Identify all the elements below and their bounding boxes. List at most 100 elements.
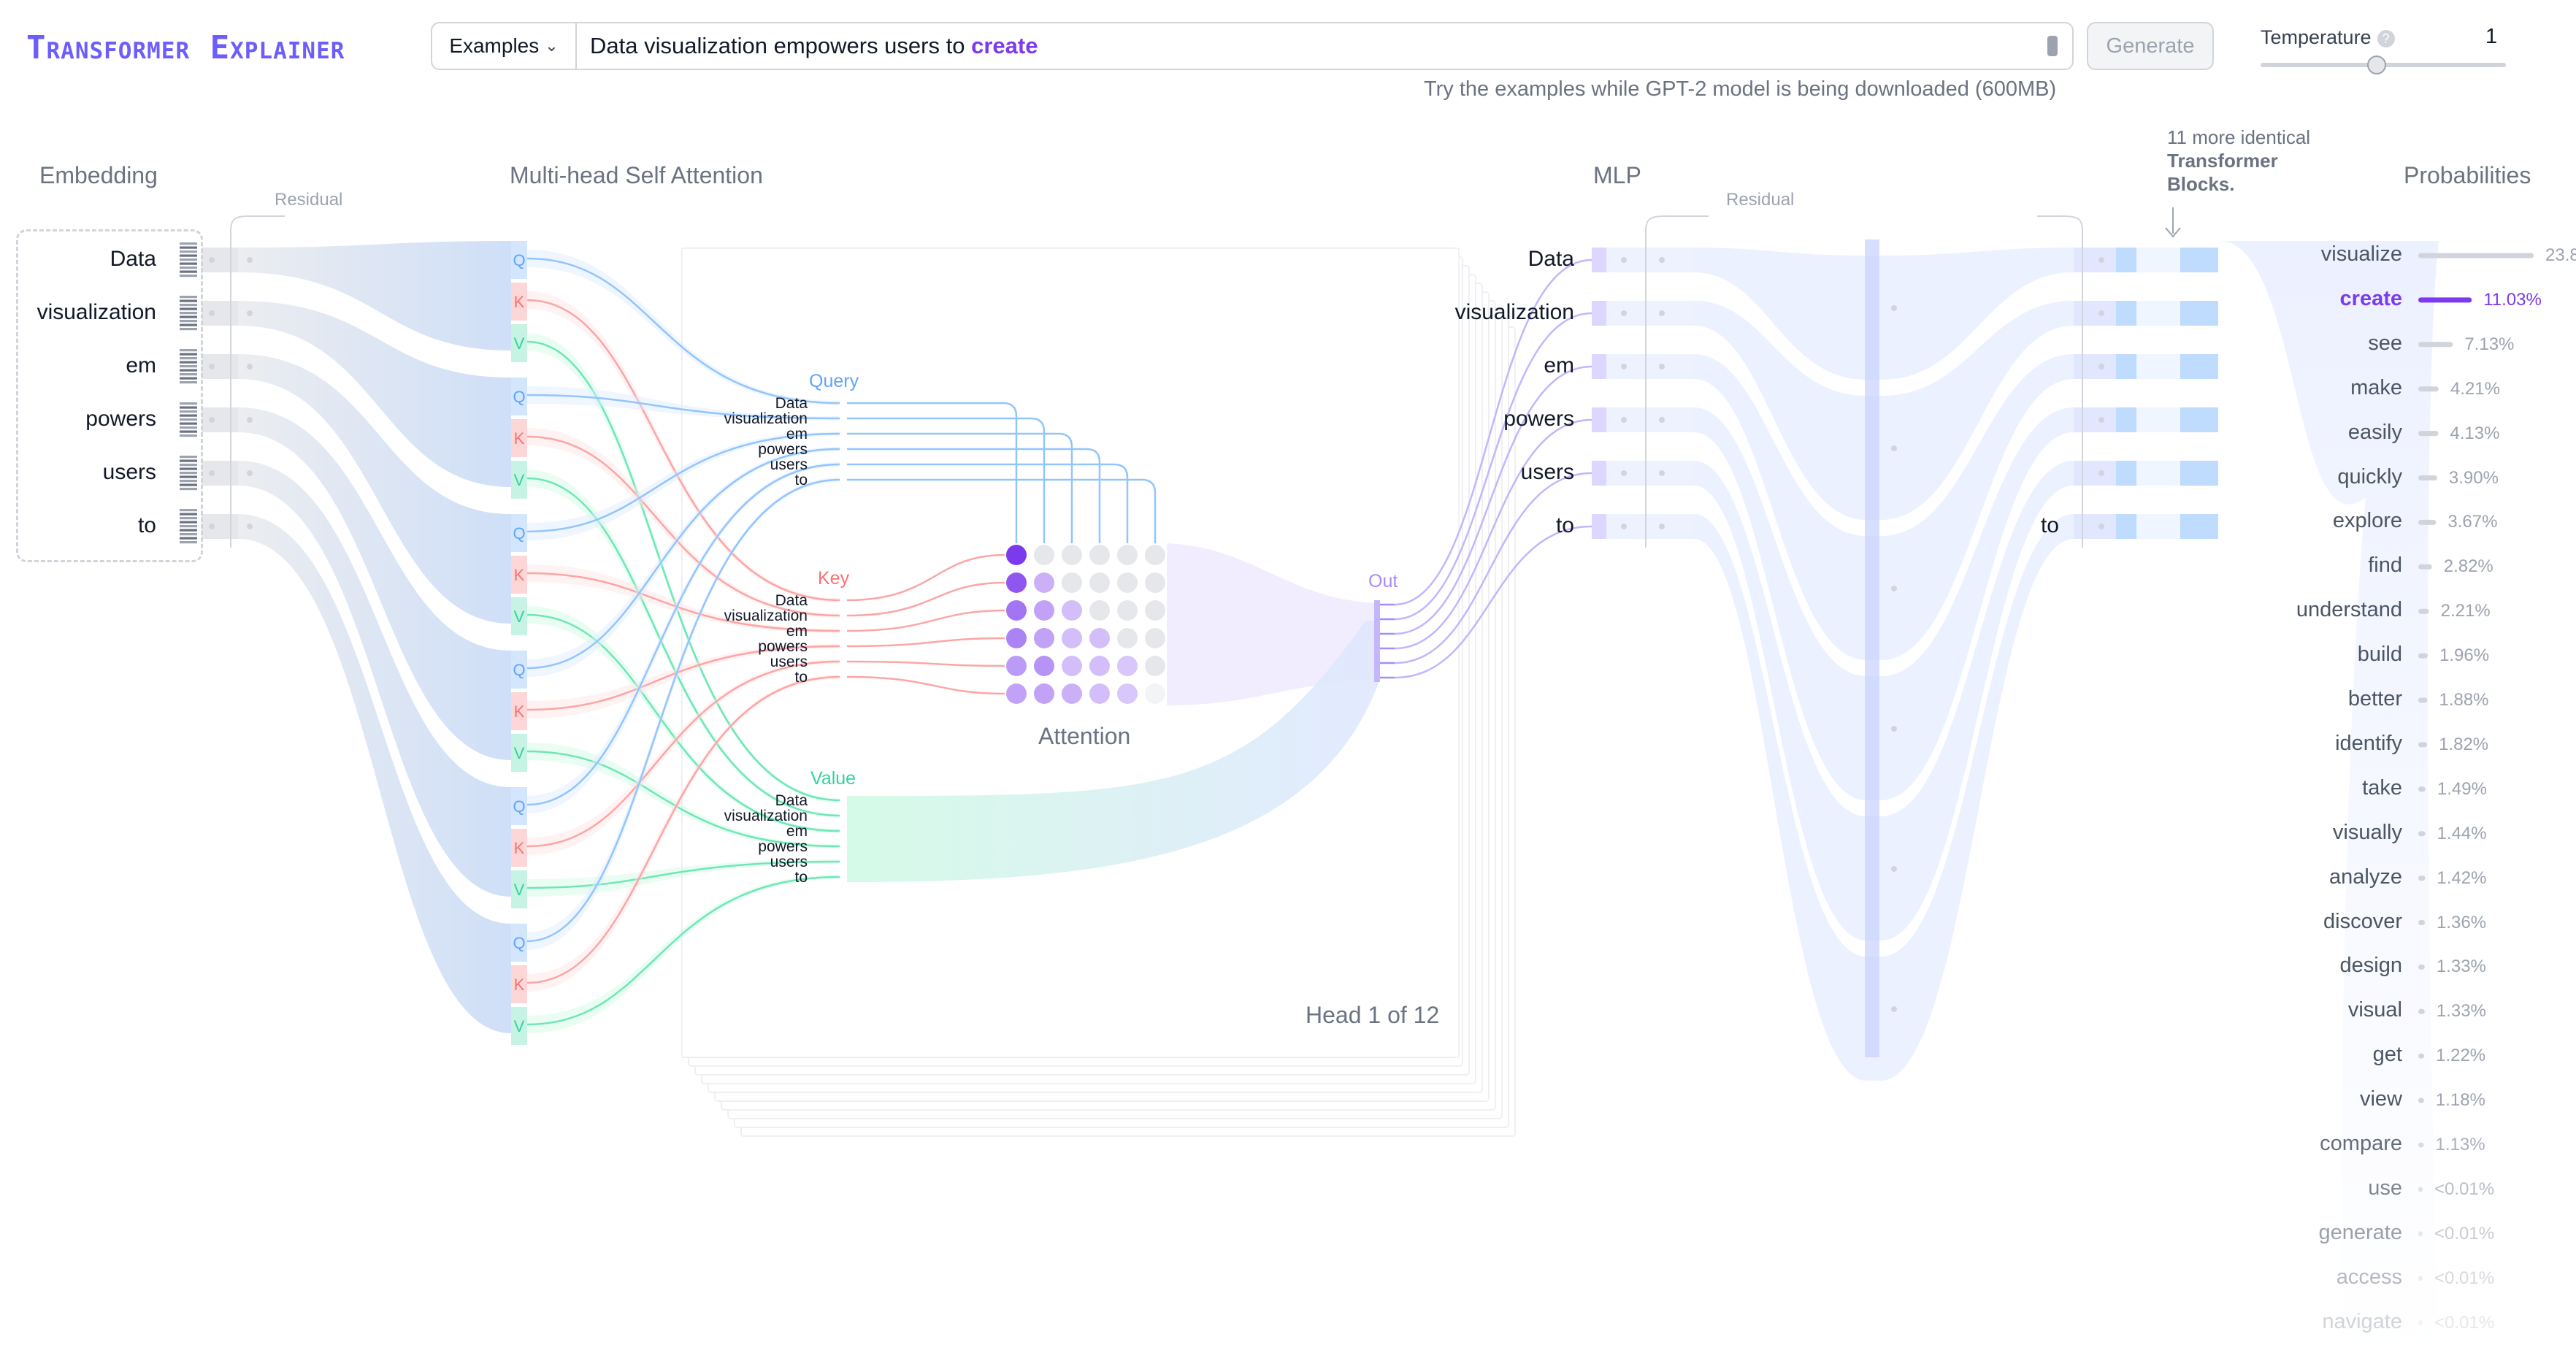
probability-word[interactable]: design (2339, 954, 2402, 978)
attention-cell[interactable] (1006, 545, 1027, 565)
probability-word[interactable]: discover (2323, 909, 2402, 933)
mlp-token[interactable]: powers (1503, 407, 1574, 431)
embedding-token[interactable]: em (126, 353, 156, 378)
attention-cell[interactable] (1062, 656, 1082, 676)
attention-cell[interactable] (1006, 600, 1027, 621)
attention-cell[interactable] (1006, 628, 1027, 648)
probability-word[interactable]: take (2362, 775, 2402, 800)
attention-cell[interactable] (1145, 628, 1165, 648)
attention-cell[interactable] (1089, 600, 1110, 621)
attention-cell[interactable] (1117, 656, 1138, 676)
head-indicator[interactable]: Head 1 of 12 (1306, 1002, 1440, 1028)
attention-cell[interactable] (1117, 572, 1138, 593)
q-group-title[interactable]: Query (809, 371, 859, 391)
residual-dot (1659, 524, 1665, 529)
mlp-token[interactable]: Data (1527, 247, 1574, 271)
attention-cell[interactable] (1117, 545, 1138, 565)
probability-word[interactable]: identify (2335, 731, 2402, 755)
probability-word[interactable]: access (2336, 1265, 2402, 1289)
mlp-token[interactable]: users (1520, 460, 1574, 484)
probability-word[interactable]: easily (2347, 420, 2402, 444)
k-group-title[interactable]: Key (818, 568, 850, 589)
probability-word[interactable]: navigate (2322, 1309, 2402, 1333)
attention-title[interactable]: Multi-head Self Attention (510, 162, 763, 188)
attention-cell[interactable] (1089, 572, 1110, 593)
attention-cell[interactable] (1089, 683, 1110, 704)
examples-dropdown[interactable]: Examples ⌄ (432, 23, 577, 69)
residual-dot (1659, 310, 1665, 316)
attention-cell[interactable] (1006, 656, 1027, 676)
probability-word[interactable]: make (2350, 375, 2402, 399)
embedding-vector-stripe (180, 250, 197, 253)
probability-word[interactable]: get (2372, 1043, 2402, 1067)
attention-cell[interactable] (1145, 600, 1165, 621)
attention-cell[interactable] (1145, 683, 1165, 704)
prompt-input[interactable]: Data visualization empowers users to cre… (577, 33, 2047, 59)
out-title[interactable]: Out (1368, 571, 1398, 591)
embedding-token[interactable]: users (102, 460, 156, 484)
attention-cell[interactable] (1034, 656, 1054, 676)
attention-cell[interactable] (1062, 545, 1082, 565)
info-icon[interactable]: ? (2377, 29, 2395, 47)
residual-dot (247, 310, 253, 316)
probability-word[interactable]: see (2368, 331, 2402, 355)
probability-word[interactable]: use (2368, 1176, 2402, 1200)
attention-cell[interactable] (1034, 628, 1054, 648)
probability-word[interactable]: visually (2332, 820, 2402, 844)
attention-cell[interactable] (1034, 600, 1054, 621)
embedding-box[interactable] (16, 229, 203, 562)
embedding-token[interactable]: powers (85, 407, 156, 431)
probabilities-title[interactable]: Probabilities (2404, 162, 2531, 188)
probability-word[interactable]: quickly (2337, 464, 2402, 488)
probability-word[interactable]: understand (2296, 598, 2402, 622)
mlp-title[interactable]: MLP (1593, 162, 1641, 188)
v-group-title[interactable]: Value (810, 768, 856, 789)
attention-cell[interactable] (1089, 656, 1110, 676)
input-scroll-handle[interactable] (2047, 36, 2058, 56)
attention-cell[interactable] (1145, 572, 1165, 593)
probability-word[interactable]: visual (2347, 998, 2402, 1022)
attention-cell[interactable] (1062, 600, 1082, 621)
attention-cell[interactable] (1089, 545, 1110, 565)
mlp-token[interactable]: visualization (1454, 300, 1574, 324)
embedding-token[interactable]: to (137, 513, 156, 537)
probability-word[interactable]: visualize (2320, 242, 2402, 266)
embedding-title[interactable]: Embedding (39, 162, 158, 188)
residual-dot (2098, 364, 2104, 369)
probability-word[interactable]: build (2357, 643, 2402, 667)
probability-word[interactable]: find (2368, 553, 2402, 578)
attention-cell[interactable] (1117, 628, 1138, 648)
mlp-token[interactable]: to (1555, 513, 1574, 537)
embedding-token[interactable]: visualization (37, 300, 156, 324)
attention-cell[interactable] (1145, 656, 1165, 676)
probability-word[interactable]: compare (2320, 1132, 2402, 1155)
probability-word[interactable]: explore (2332, 509, 2402, 533)
probability-word[interactable]: generate (2318, 1220, 2403, 1244)
attention-cell[interactable] (1034, 545, 1054, 565)
app-logo[interactable]: Transformer Explainer (26, 29, 345, 66)
probability-word[interactable]: analyze (2329, 865, 2402, 889)
attention-cell[interactable] (1117, 600, 1138, 621)
attention-cell[interactable] (1034, 683, 1054, 704)
probability-word[interactable]: better (2347, 687, 2402, 710)
attention-cell[interactable] (1034, 572, 1054, 593)
embedding-token[interactable]: Data (110, 247, 156, 271)
attention-cell[interactable] (1089, 628, 1110, 648)
attention-cell[interactable] (1145, 545, 1165, 565)
temperature-value: 1 (2485, 25, 2498, 48)
mlp-token[interactable]: em (1544, 353, 1574, 378)
attention-cell[interactable] (1062, 572, 1082, 593)
attention-cell[interactable] (1062, 628, 1082, 648)
embedding-vector-stripe (180, 369, 197, 372)
attention-cell[interactable] (1006, 572, 1027, 593)
attention-cell[interactable] (1062, 683, 1082, 704)
attention-matrix[interactable] (1006, 545, 1165, 704)
temperature-slider-knob[interactable] (2367, 55, 2386, 74)
attention-cell[interactable] (1117, 683, 1138, 704)
probability-word[interactable]: create (2339, 286, 2402, 310)
attention-cell[interactable] (1006, 683, 1027, 704)
generate-button[interactable]: Generate (2087, 22, 2214, 70)
probability-word[interactable]: view (2359, 1087, 2402, 1111)
